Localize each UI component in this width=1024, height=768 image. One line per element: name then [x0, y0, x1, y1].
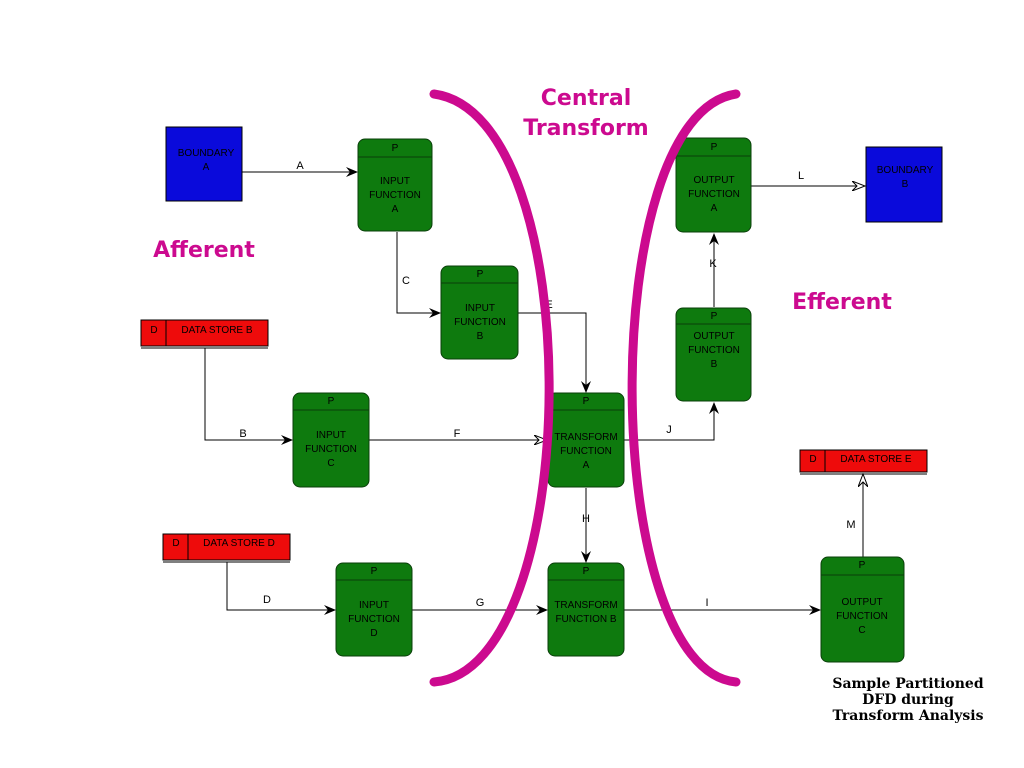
svg-text:INPUT: INPUT — [359, 600, 389, 611]
flow-line-e — [518, 312, 591, 393]
process-input-function-c: P INPUT FUNCTION C — [292, 392, 370, 488]
svg-text:FUNCTION: FUNCTION — [688, 189, 740, 200]
svg-text:B: B — [477, 331, 484, 342]
svg-text:FUNCTION: FUNCTION — [688, 345, 740, 356]
svg-text:OUTPUT: OUTPUT — [693, 331, 734, 342]
flow-label-m: M — [846, 519, 855, 531]
process-input-function-d: P INPUT FUNCTION D — [335, 562, 413, 657]
svg-text:A: A — [392, 204, 399, 215]
svg-text:DATA STORE B: DATA STORE B — [181, 325, 252, 336]
flow-line-d — [226, 562, 336, 615]
svg-text:P: P — [859, 560, 866, 571]
svg-text:FUNCTION: FUNCTION — [348, 614, 400, 625]
process-output-function-a: P OUTPUT FUNCTION A — [675, 137, 752, 233]
svg-text:FUNCTION: FUNCTION — [836, 611, 888, 622]
svg-text:P: P — [328, 396, 335, 407]
svg-text:BOUNDARY: BOUNDARY — [178, 148, 235, 159]
flow-line-b — [204, 348, 293, 445]
svg-text:P: P — [392, 143, 399, 154]
data-store-b: D DATA STORE B — [140, 319, 269, 349]
flow-label-c: C — [402, 275, 410, 287]
flow-label-f: F — [454, 428, 461, 440]
flow-line-j — [624, 402, 719, 441]
svg-text:TRANSFORM: TRANSFORM — [554, 432, 617, 443]
data-store-d: D DATA STORE D — [162, 533, 291, 563]
svg-text:P: P — [711, 311, 718, 322]
process-transform-function-b: P TRANSFORM FUNCTION B — [547, 562, 625, 657]
flow-label-d: D — [263, 594, 271, 606]
svg-text:P: P — [583, 396, 590, 407]
process-output-function-b: P OUTPUT FUNCTION B — [675, 307, 752, 402]
svg-text:OUTPUT: OUTPUT — [693, 175, 734, 186]
flow-lines — [204, 167, 865, 615]
boundary-b: BOUNDARY B — [865, 146, 943, 223]
svg-text:P: P — [583, 566, 590, 577]
efferent-label: Efferent — [792, 290, 892, 315]
svg-text:FUNCTION: FUNCTION — [454, 317, 506, 328]
flow-label-j: J — [666, 424, 672, 436]
svg-text:FUNCTION: FUNCTION — [305, 444, 357, 455]
svg-text:B: B — [711, 359, 718, 370]
flow-label-h: H — [582, 513, 590, 525]
svg-text:FUNCTION: FUNCTION — [560, 446, 612, 457]
svg-text:INPUT: INPUT — [380, 176, 410, 187]
svg-text:BOUNDARY: BOUNDARY — [877, 165, 934, 176]
flow-line-c — [396, 232, 441, 318]
svg-text:B: B — [902, 179, 909, 190]
svg-text:D: D — [370, 628, 377, 639]
svg-text:A: A — [711, 203, 718, 214]
svg-text:TRANSFORM: TRANSFORM — [554, 600, 617, 611]
data-store-e: D DATA STORE E — [799, 449, 928, 475]
process-transform-function-a: P TRANSFORM FUNCTION A — [547, 392, 625, 488]
flow-label-i: I — [705, 597, 708, 609]
svg-text:INPUT: INPUT — [316, 430, 346, 441]
flow-label-k: K — [709, 258, 717, 270]
svg-text:A: A — [203, 162, 210, 173]
svg-text:D: D — [809, 454, 816, 465]
svg-text:P: P — [711, 142, 718, 153]
svg-text:OUTPUT: OUTPUT — [841, 597, 882, 608]
svg-text:C: C — [858, 625, 865, 636]
flow-label-a: A — [296, 160, 304, 172]
central-transform-label-line-2: Transform — [523, 116, 649, 141]
central-transform-right-bracket — [627, 89, 741, 687]
boundary-a: BOUNDARY A — [165, 126, 243, 202]
afferent-label: Afferent — [153, 238, 255, 263]
svg-text:FUNCTION: FUNCTION — [369, 190, 421, 201]
process-input-function-a: P INPUT FUNCTION A — [357, 138, 433, 232]
flow-label-l: L — [798, 170, 804, 182]
svg-text:D: D — [150, 325, 157, 336]
svg-text:C: C — [327, 458, 334, 469]
process-output-function-c: P OUTPUT FUNCTION C — [820, 556, 905, 663]
svg-text:Sample Partitioned: Sample Partitioned — [832, 676, 983, 692]
central-transform-label-line-1: Central — [541, 86, 631, 111]
svg-text:DATA STORE E: DATA STORE E — [840, 454, 911, 465]
flow-label-g: G — [476, 597, 485, 609]
flow-label-b: B — [239, 428, 246, 440]
svg-text:P: P — [371, 566, 378, 577]
svg-text:D: D — [172, 538, 179, 549]
svg-text:INPUT: INPUT — [465, 303, 495, 314]
svg-text:P: P — [477, 269, 484, 280]
svg-text:FUNCTION B: FUNCTION B — [555, 614, 616, 625]
process-input-function-b: P INPUT FUNCTION B — [440, 265, 519, 360]
central-transform-left-bracket — [429, 89, 554, 687]
diagram-caption: Sample Partitioned DFD during Transform … — [832, 676, 983, 724]
svg-text:DATA STORE D: DATA STORE D — [203, 538, 275, 549]
svg-text:Transform Analysis: Transform Analysis — [833, 708, 984, 724]
svg-text:A: A — [583, 460, 590, 471]
svg-text:DFD during: DFD during — [862, 692, 954, 708]
